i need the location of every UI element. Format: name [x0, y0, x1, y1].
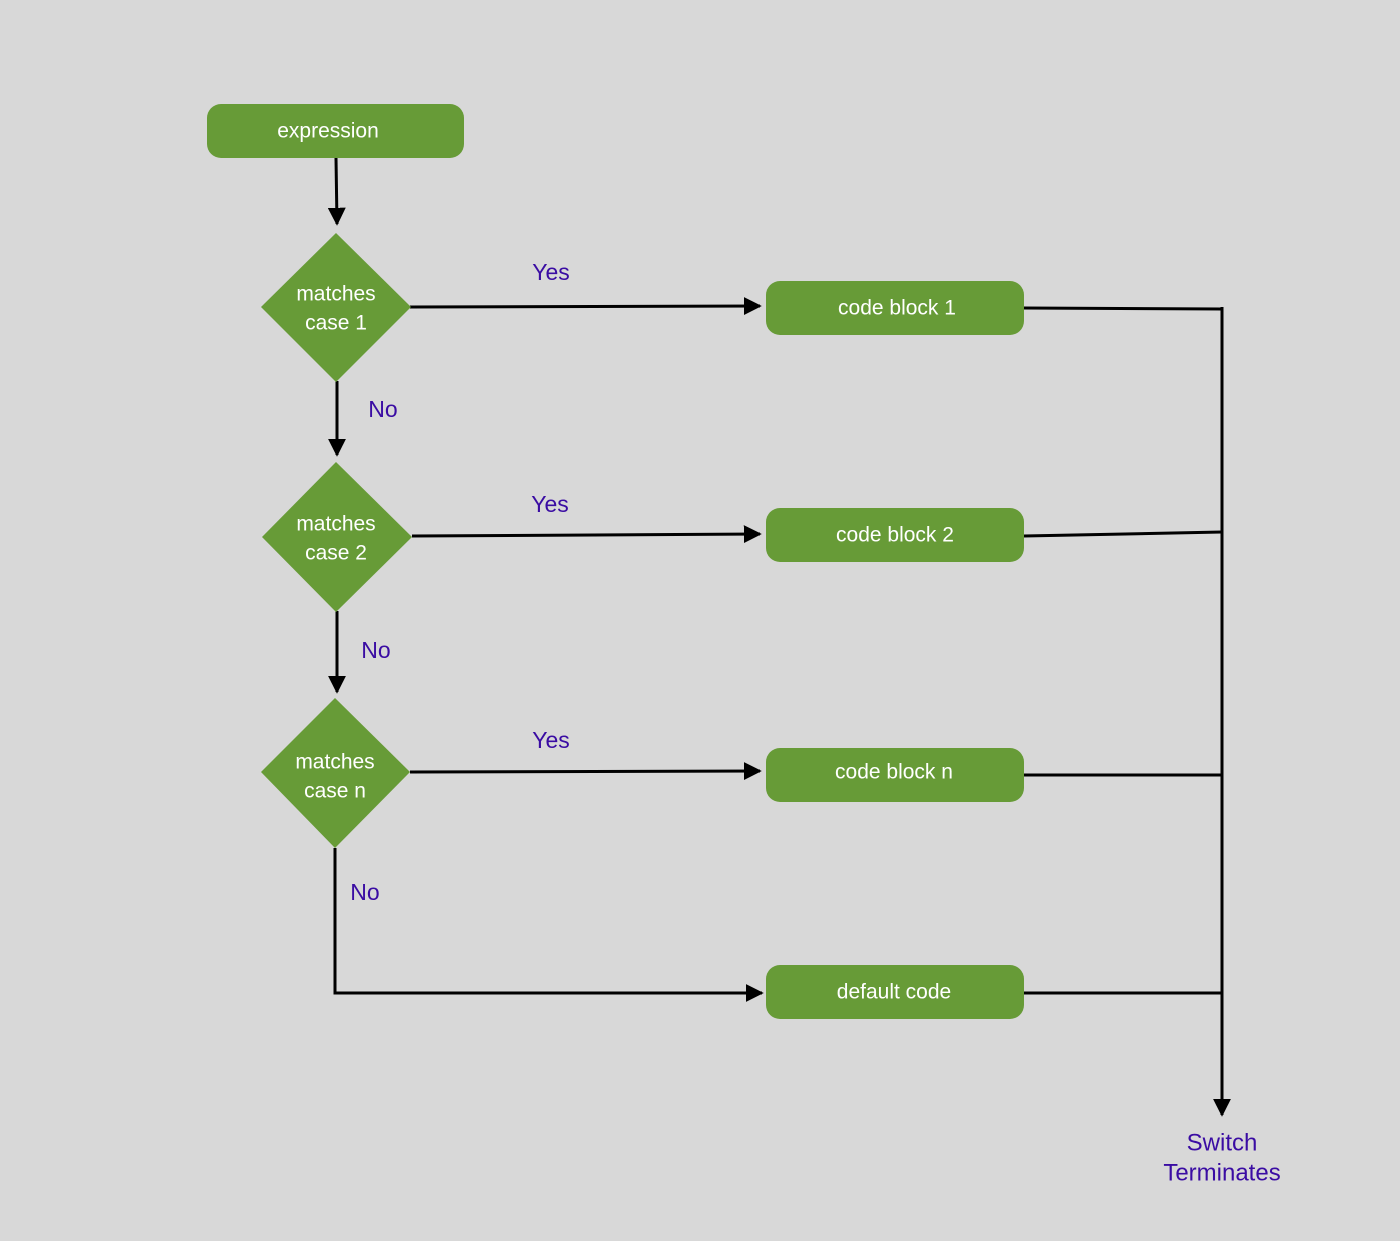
code-block-2-label: code block 2	[836, 524, 954, 547]
code-block-1-label: code block 1	[838, 297, 956, 320]
decision-casen-line1: matches	[295, 751, 374, 774]
decision-casen: matches case n	[261, 698, 410, 848]
arrow-case1-to-block1	[409, 297, 762, 316]
default-code-block: default code	[766, 965, 1024, 1019]
arrow-casen-to-blockn	[409, 762, 762, 781]
decision-case2-line2: case 2	[305, 542, 367, 565]
decision-case1-line2: case 1	[305, 312, 367, 335]
decision-casen-line2: case n	[304, 780, 366, 803]
decision-case2-line1: matches	[296, 513, 375, 536]
code-block-1: code block 1	[766, 281, 1024, 335]
yes-label-case1: Yes	[532, 259, 570, 285]
default-code-label: default code	[837, 981, 951, 1004]
arrow-expression-to-case1	[327, 157, 346, 226]
connectors	[327, 157, 1231, 1117]
code-block-n-label: code block n	[835, 761, 953, 784]
code-block-n: code block n	[766, 748, 1024, 802]
connector-block1-to-exit	[1023, 306, 1223, 311]
no-label-case1: No	[368, 396, 397, 422]
decision-case1-line1: matches	[296, 283, 375, 306]
expression-node: expression	[207, 104, 464, 158]
decision-case1: matches case 1	[261, 233, 411, 382]
code-block-2: code block 2	[766, 508, 1024, 562]
decision-case2: matches case 2	[262, 462, 412, 612]
arrow-case2-to-block2	[411, 525, 762, 544]
yes-label-case2: Yes	[531, 491, 569, 517]
arrow-casen-to-default	[333, 848, 764, 1002]
yes-label-casen: Yes	[532, 727, 570, 753]
no-label-casen: No	[350, 879, 379, 905]
expression-node-label: expression	[277, 120, 379, 143]
no-label-case2: No	[361, 637, 390, 663]
switch-terminates-line1: Switch	[1187, 1129, 1258, 1156]
connector-block2-to-exit	[1023, 530, 1223, 538]
switch-terminates-line2: Terminates	[1163, 1159, 1280, 1186]
